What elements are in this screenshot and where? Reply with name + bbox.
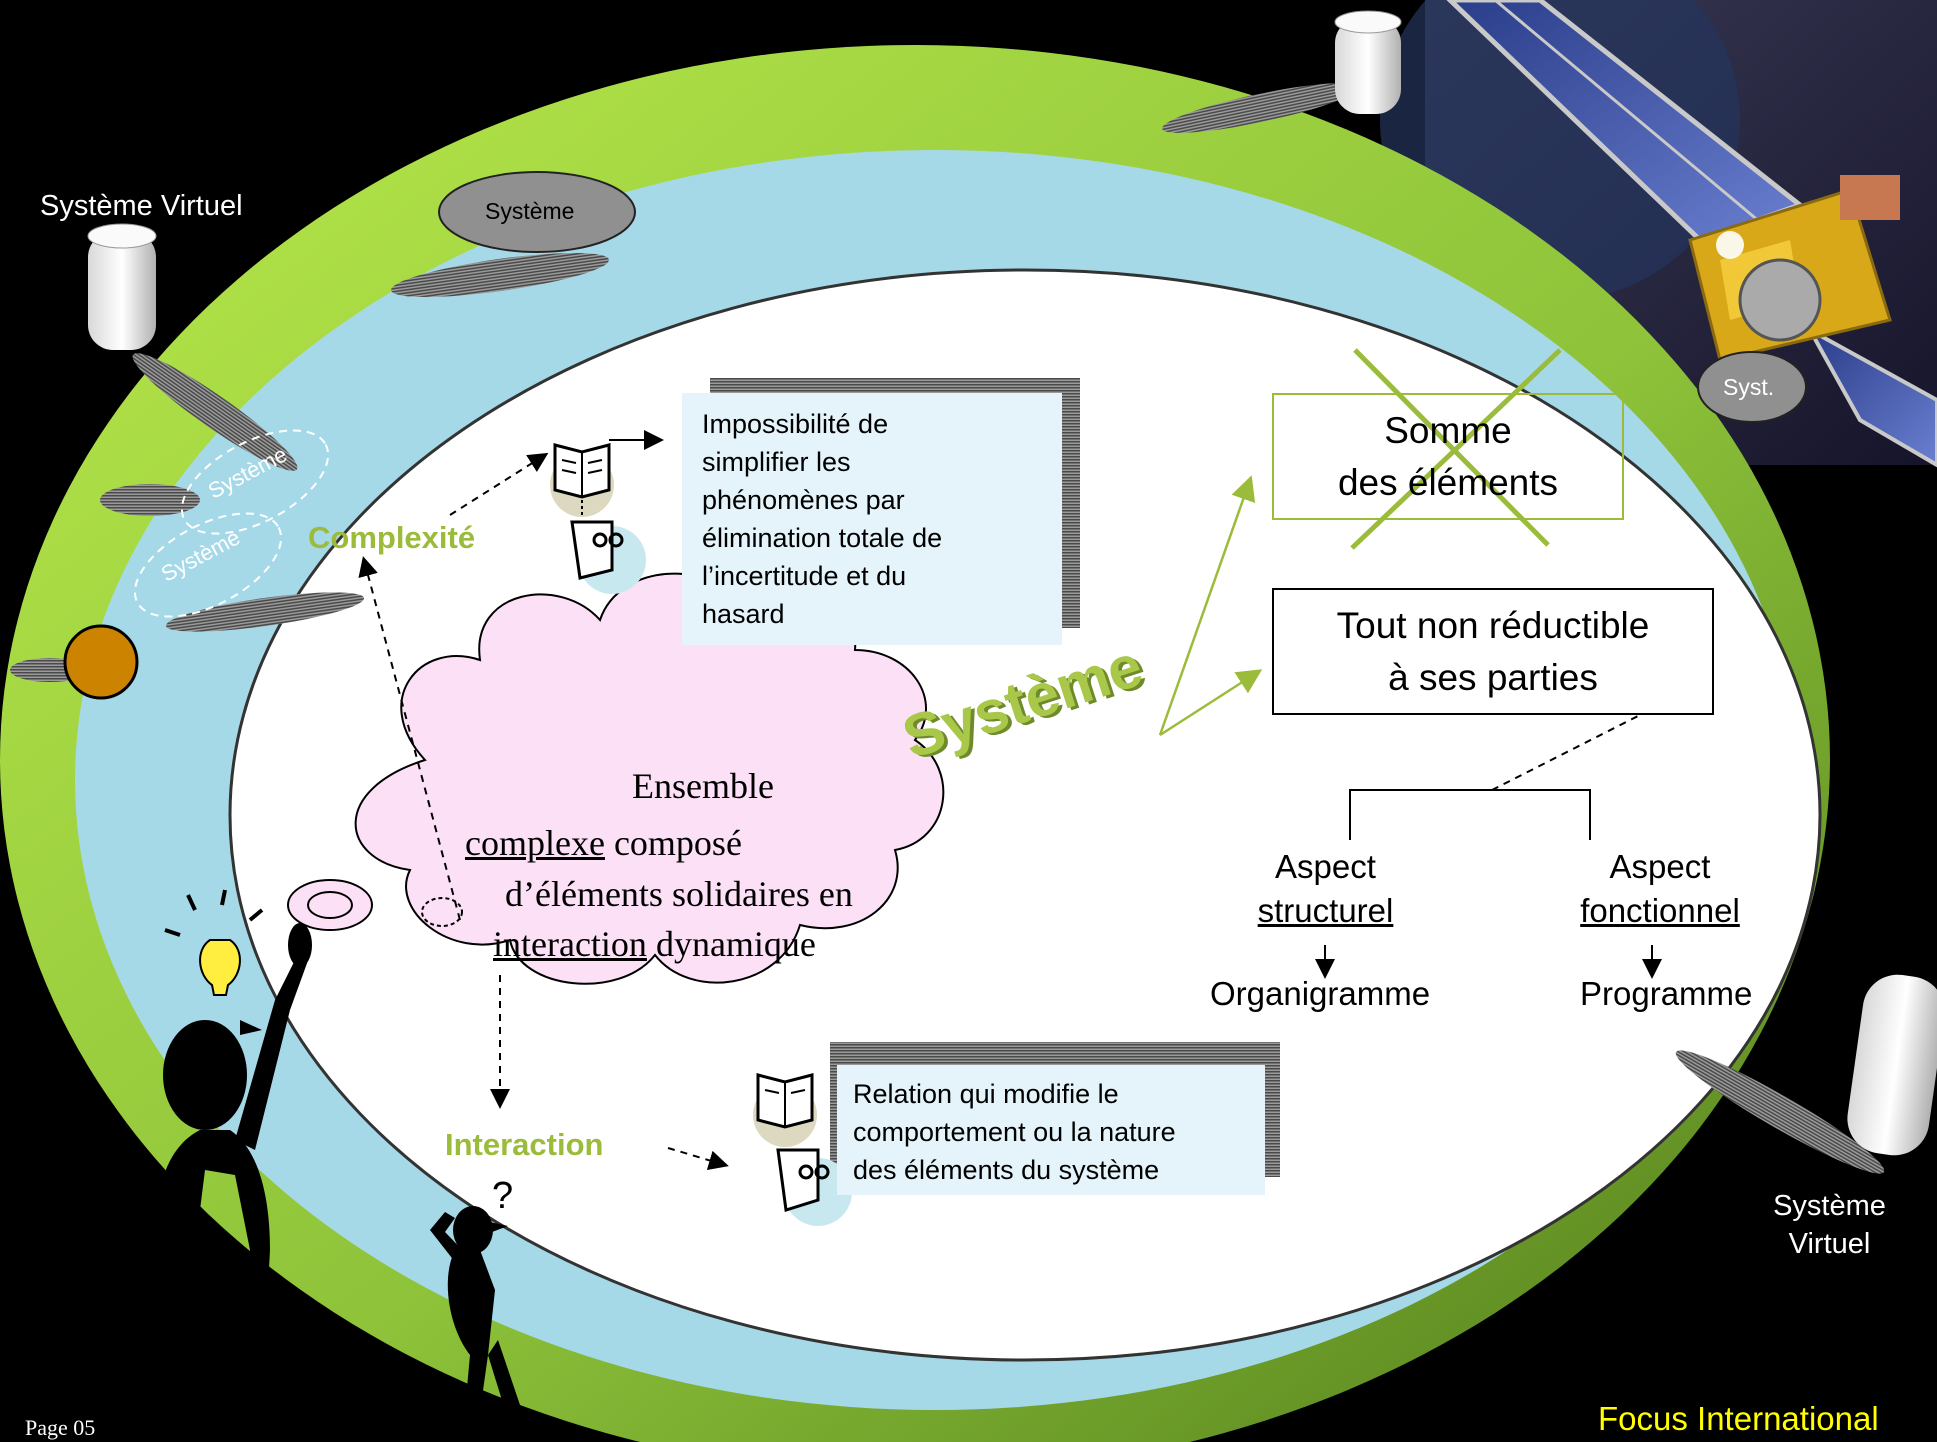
virtual-system-label-bottom: Système Virtuel [1762, 1187, 1897, 1263]
stick-figure-thinking [120, 923, 312, 1345]
orange-dot [63, 624, 139, 700]
note-line: comportement ou la nature [853, 1117, 1176, 1147]
note-line: Relation qui modifie le [853, 1079, 1119, 1109]
aspect-word: Aspect [1609, 848, 1711, 885]
book-icon [550, 430, 664, 517]
note-line: élimination totale de [702, 523, 943, 553]
interaction-note: Relation qui modifie le comportement ou … [837, 1065, 1265, 1195]
structural-label: structurel [1257, 892, 1394, 929]
system-ellipse-2 [133, 512, 283, 618]
whole-line: Tout non réductible [1336, 605, 1650, 646]
virtual-cylinder-right [1847, 974, 1937, 1156]
system-pill-label: Système [485, 198, 575, 224]
cloud-line-2: complexe composé [465, 822, 742, 864]
note-line: hasard [702, 599, 785, 629]
note-line: des éléments du système [853, 1155, 1160, 1185]
virtual-cylinder-left [87, 223, 157, 350]
reader-face-icon [776, 1148, 852, 1226]
functional-aspect: Aspect fonctionnel [1570, 845, 1750, 933]
note-line: l’incertitude et du [702, 561, 907, 591]
note-line: phénomènes par [702, 485, 905, 515]
cloud-line-4: interaction dynamique [493, 923, 816, 965]
system-pill-top [438, 171, 636, 253]
cloud-text: dynamique [646, 924, 816, 964]
note-line: Impossibilité de [702, 409, 889, 439]
lightbulb-icon [164, 889, 264, 996]
virtual-system-word: Système [1773, 1190, 1886, 1222]
virtual-system-word: Virtuel [1788, 1228, 1871, 1260]
whole-line: à ses parties [1388, 657, 1598, 698]
virtual-system-label: Système Virtuel [40, 190, 243, 222]
page-number: Page 05 [25, 1415, 96, 1440]
keyword-complexe: complexe [465, 823, 605, 863]
cloud-line-3: d’éléments solidaires en [505, 874, 853, 914]
functional-label: fonctionnel [1580, 892, 1740, 929]
keyword-interaction: interaction [493, 924, 647, 964]
question-mark: ? [492, 1175, 514, 1217]
cloud-text: composé [604, 823, 742, 863]
system-pill-right [1697, 351, 1807, 423]
sum-line: Somme [1384, 410, 1512, 451]
irreducible-whole-box: Tout non réductible à ses parties [1272, 588, 1714, 715]
brand-name: Focus International [1598, 1400, 1879, 1437]
program-label: Programme [1580, 975, 1753, 1012]
reader-face-icon [570, 520, 646, 594]
organigram-label: Organigramme [1210, 975, 1431, 1012]
aspect-word: Aspect [1275, 848, 1376, 885]
satellite-image [1380, 0, 1937, 468]
complexity-label: Complexité [308, 520, 476, 555]
sum-of-elements-box: Somme des éléments [1272, 393, 1624, 520]
interaction-label: Interaction [445, 1127, 604, 1162]
stick-figure-questioning [430, 1206, 520, 1412]
note-line: simplifier les [702, 447, 851, 477]
system-ellipse-1 [180, 429, 330, 535]
system-pill-right-label: Syst. [1723, 374, 1775, 400]
complexity-note: Impossibilité de simplifier les phénomèn… [682, 393, 1062, 645]
book-icon [753, 1073, 817, 1147]
structural-aspect: Aspect structurel [1248, 845, 1403, 933]
cloud-line-1: Ensemble [632, 766, 774, 806]
definition-cloud [287, 572, 945, 985]
virtual-cylinder-top [1334, 10, 1402, 114]
cross-mark-icon [1350, 348, 1562, 550]
sum-line: des éléments [1337, 462, 1559, 503]
